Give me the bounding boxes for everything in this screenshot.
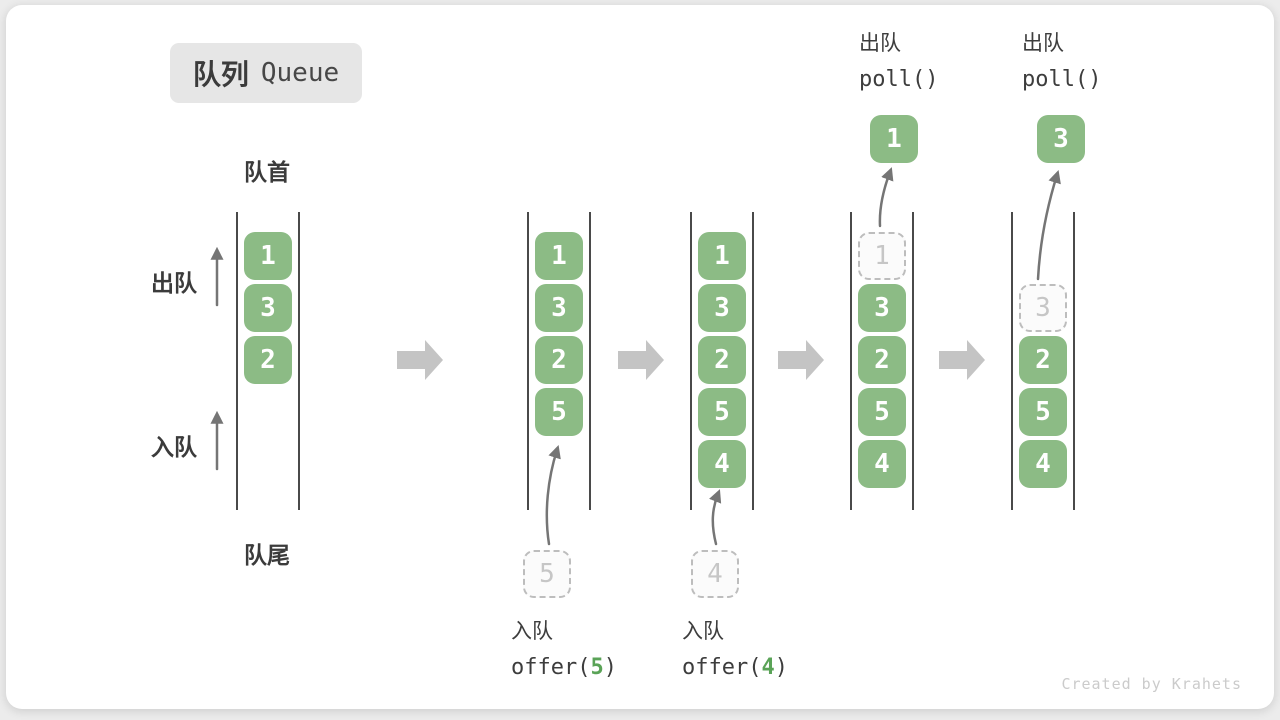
queue-box: 4: [858, 440, 906, 488]
watermark: Created by Krahets: [1061, 675, 1242, 693]
queue-box: 2: [858, 336, 906, 384]
outgoing-box: 1: [870, 115, 918, 163]
queue-wall-right: [1073, 212, 1075, 510]
queue-box: 5: [535, 388, 583, 436]
queue-box: 4: [698, 440, 746, 488]
queue-box: 3: [535, 284, 583, 332]
code-arg: 4: [761, 655, 775, 680]
label-dequeue-side: 出队: [151, 270, 197, 296]
queue-box: 2: [1019, 336, 1067, 384]
queue-box-removed: 1: [858, 232, 906, 280]
queue-box: 4: [1019, 440, 1067, 488]
queue-wall-right: [752, 212, 754, 510]
queue-box: 1: [244, 232, 292, 280]
queue-box-removed: 3: [1019, 284, 1067, 332]
queue-wall-right: [589, 212, 591, 510]
queue-wall-left: [1011, 212, 1013, 510]
queue-box: 3: [698, 284, 746, 332]
step-header-code: poll(): [859, 67, 939, 92]
label-queue-front: 队首: [244, 159, 290, 185]
title-zh: 队列: [192, 59, 249, 90]
code-arg: 5: [590, 655, 604, 680]
queue-wall-right: [298, 212, 300, 510]
outgoing-box: 3: [1037, 115, 1085, 163]
code-suffix: ): [603, 655, 617, 680]
code-prefix: offer(: [682, 655, 762, 680]
step-header-label: 出队: [1022, 32, 1064, 55]
queue-box: 3: [244, 284, 292, 332]
step-header: 出队 poll(): [859, 26, 938, 98]
queue-wall-left: [236, 212, 238, 510]
step-caption: 入队 offer(4): [682, 614, 788, 686]
label-queue-rear: 队尾: [244, 542, 290, 568]
queue-box: 3: [858, 284, 906, 332]
step-header-label: 出队: [859, 32, 901, 55]
queue-wall-left: [850, 212, 852, 510]
step-caption-label: 入队: [511, 620, 553, 643]
queue-box: 2: [244, 336, 292, 384]
code-prefix: offer(: [511, 655, 591, 680]
step-caption-label: 入队: [682, 620, 724, 643]
incoming-box: 4: [691, 550, 739, 598]
incoming-box: 5: [523, 550, 571, 598]
queue-box: 5: [858, 388, 906, 436]
step-caption: 入队 offer(5): [511, 614, 617, 686]
title-box: 队列 Queue: [170, 43, 362, 103]
step-header-code: poll(): [1022, 67, 1102, 92]
queue-wall-left: [527, 212, 529, 510]
queue-box: 5: [698, 388, 746, 436]
queue-box: 1: [698, 232, 746, 280]
step-caption-code: offer(4): [682, 650, 788, 686]
queue-box: 2: [698, 336, 746, 384]
queue-box: 2: [535, 336, 583, 384]
queue-wall-right: [912, 212, 914, 510]
code-suffix: ): [774, 655, 788, 680]
title-en: Queue: [260, 58, 340, 88]
queue-box: 1: [535, 232, 583, 280]
label-enqueue-side: 入队: [151, 434, 197, 460]
queue-wall-left: [690, 212, 692, 510]
step-caption-code: offer(5): [511, 650, 617, 686]
queue-box: 5: [1019, 388, 1067, 436]
step-header: 出队 poll(): [1022, 26, 1101, 98]
